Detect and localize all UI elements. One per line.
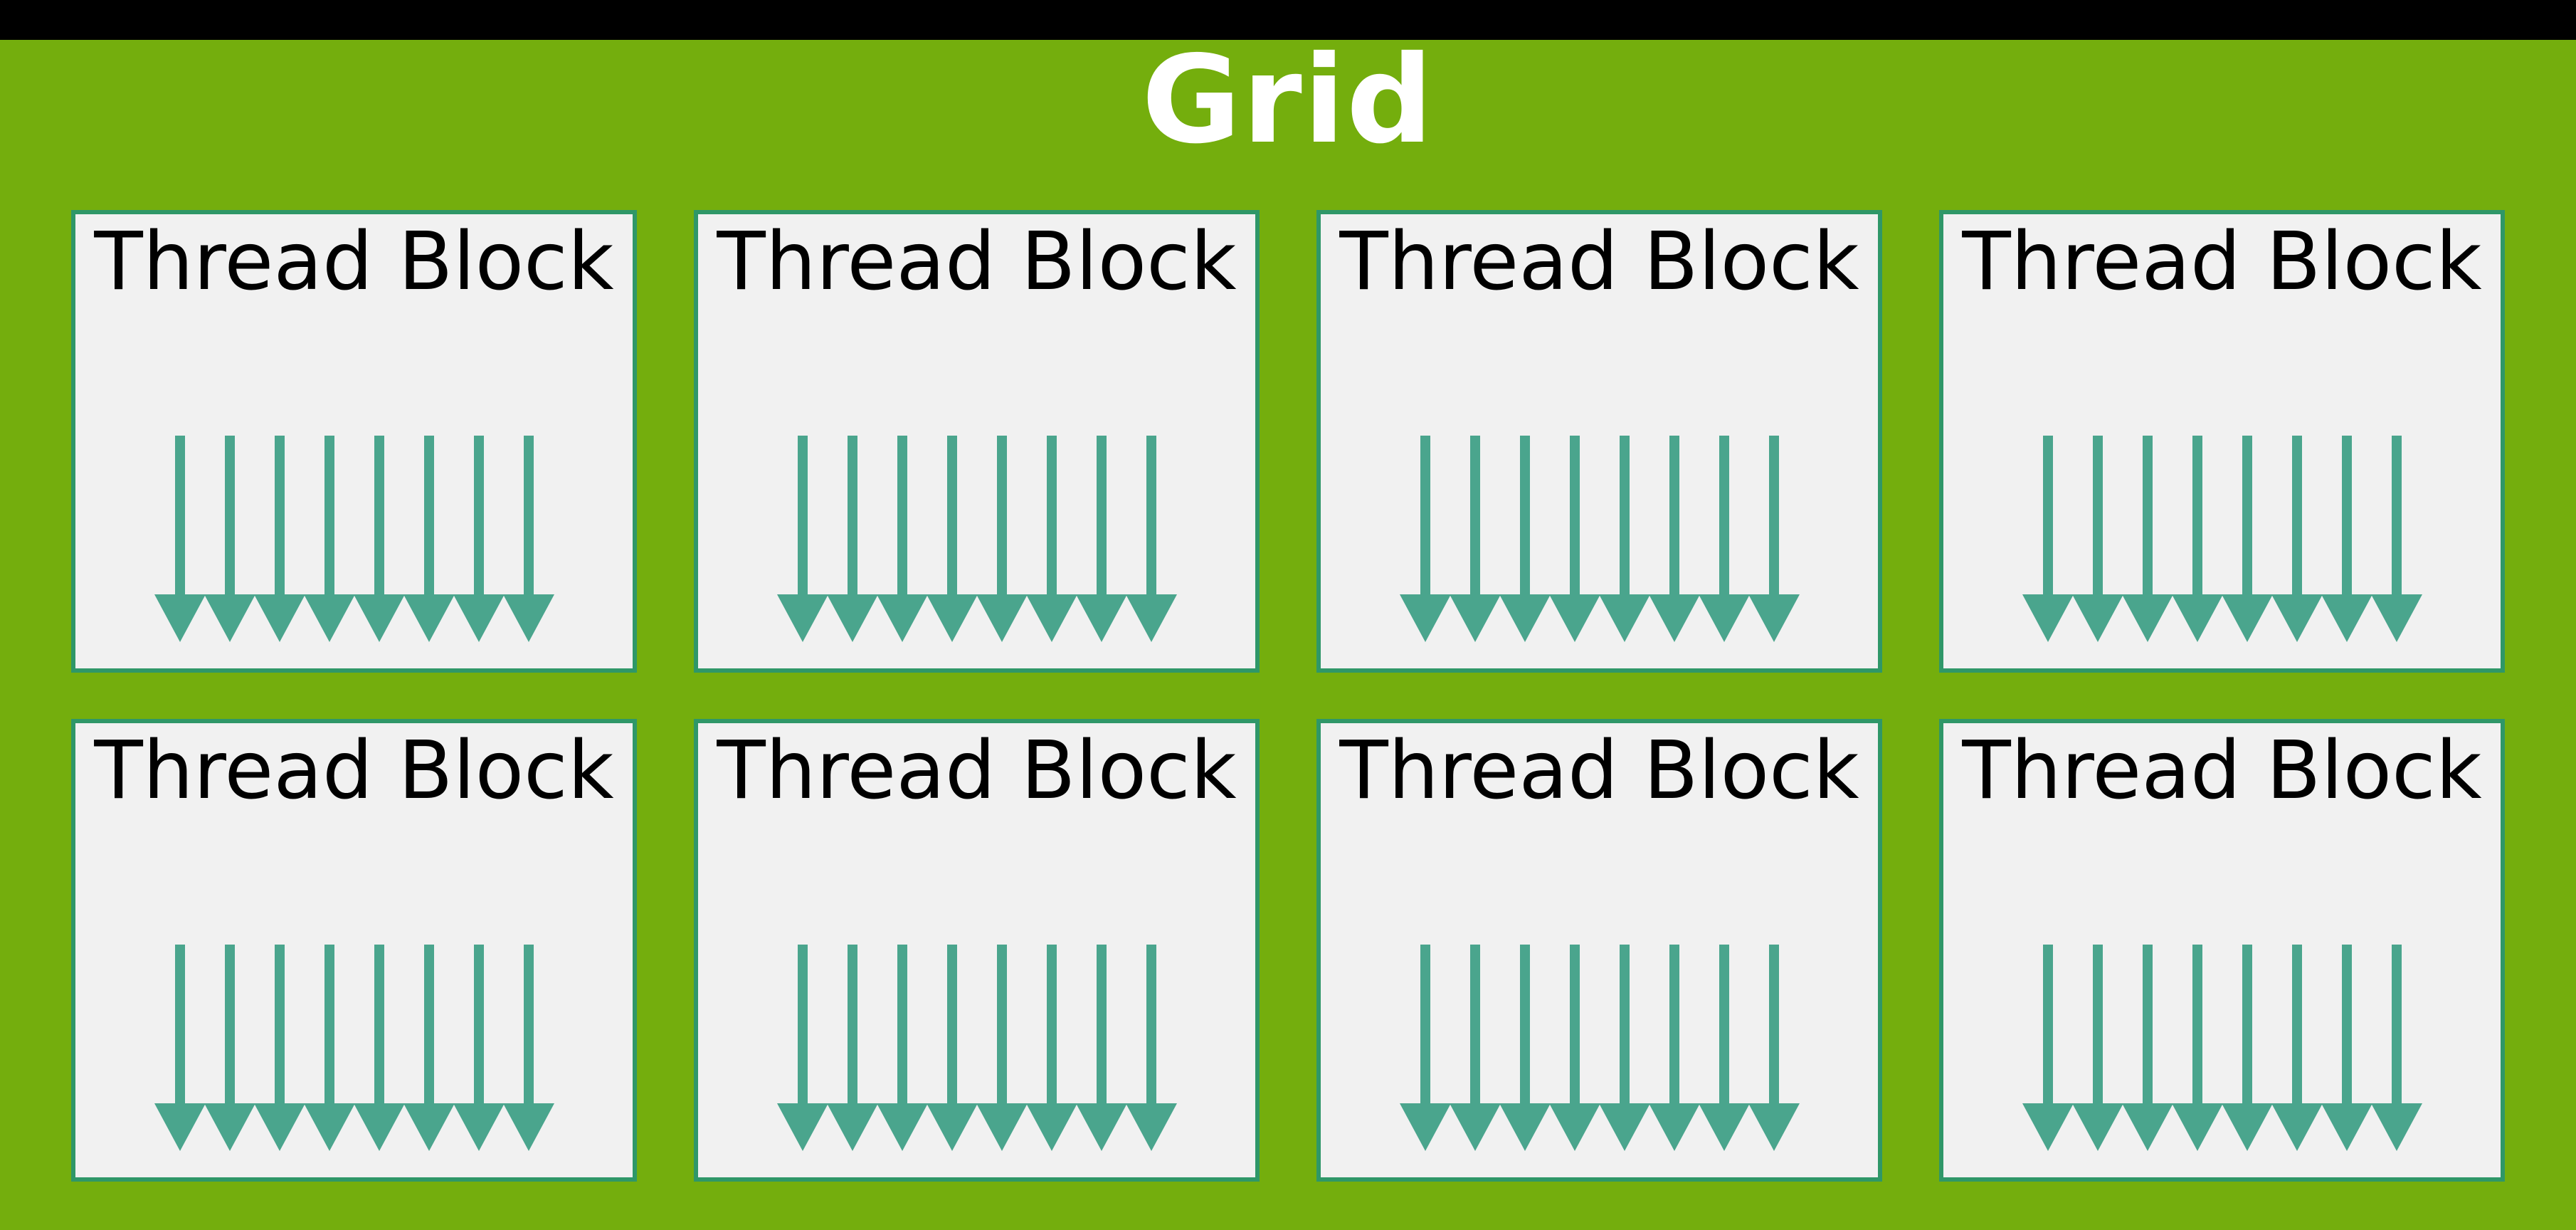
thread-arrows-icon: [776, 436, 1177, 642]
thread-arrow-down-icon: [776, 945, 828, 1151]
thread-block: Thread Block: [694, 719, 1260, 1182]
thread-arrows-icon: [2022, 945, 2422, 1151]
thread-arrow-down-icon: [2221, 945, 2273, 1151]
thread-arrow-down-icon: [926, 945, 978, 1151]
thread-arrow-down-icon: [154, 945, 206, 1151]
thread-arrow-down-icon: [1499, 436, 1551, 642]
thread-arrow-down-icon: [303, 436, 355, 642]
thread-arrow-down-icon: [1075, 436, 1127, 642]
thread-arrow-down-icon: [2321, 436, 2372, 642]
thread-block: Thread Block: [1316, 210, 1882, 673]
thread-block-label: Thread Block: [1339, 725, 1859, 817]
thread-arrow-down-icon: [1449, 436, 1501, 642]
thread-arrow-down-icon: [403, 945, 455, 1151]
thread-block-label: Thread Block: [717, 216, 1237, 308]
thread-block: Thread Block: [71, 719, 637, 1182]
thread-arrow-down-icon: [1548, 436, 1600, 642]
thread-arrow-down-icon: [2071, 945, 2123, 1151]
thread-arrow-down-icon: [253, 945, 305, 1151]
thread-arrow-down-icon: [2370, 945, 2422, 1151]
thread-arrow-down-icon: [502, 436, 554, 642]
thread-arrow-down-icon: [1125, 945, 1177, 1151]
thread-arrow-down-icon: [1748, 945, 1800, 1151]
thread-arrows-icon: [1399, 945, 1800, 1151]
thread-arrow-down-icon: [2221, 436, 2273, 642]
thread-arrow-down-icon: [1075, 945, 1127, 1151]
thread-arrow-down-icon: [253, 436, 305, 642]
thread-arrow-down-icon: [1598, 945, 1650, 1151]
thread-arrow-down-icon: [303, 945, 355, 1151]
thread-block-label: Thread Block: [94, 216, 614, 308]
thread-arrows-icon: [1399, 436, 1800, 642]
thread-arrow-down-icon: [1698, 945, 1750, 1151]
grid-title: Grid: [1141, 30, 1435, 171]
thread-arrow-down-icon: [2271, 945, 2323, 1151]
thread-block-label: Thread Block: [1962, 216, 2482, 308]
thread-block-label: Thread Block: [94, 725, 614, 817]
thread-arrow-down-icon: [2271, 436, 2323, 642]
thread-arrow-down-icon: [1499, 945, 1551, 1151]
thread-block: Thread Block: [1939, 210, 2505, 673]
thread-block-grid: Thread Block Thread Block Thread Block T…: [0, 210, 2576, 1182]
thread-arrow-down-icon: [826, 945, 878, 1151]
thread-arrow-down-icon: [776, 436, 828, 642]
thread-arrow-down-icon: [1399, 945, 1451, 1151]
thread-arrow-down-icon: [2071, 436, 2123, 642]
thread-arrow-down-icon: [1025, 436, 1077, 642]
grid-panel: Grid Thread Block Thread Block Thread Bl…: [0, 40, 2576, 1230]
thread-arrow-down-icon: [2171, 436, 2223, 642]
thread-arrow-down-icon: [2022, 436, 2074, 642]
thread-arrow-down-icon: [154, 436, 206, 642]
thread-block-label: Thread Block: [717, 725, 1237, 817]
thread-arrow-down-icon: [1698, 436, 1750, 642]
thread-arrow-down-icon: [2121, 436, 2173, 642]
thread-arrow-down-icon: [1449, 945, 1501, 1151]
thread-arrow-down-icon: [2121, 945, 2173, 1151]
thread-arrow-down-icon: [876, 436, 928, 642]
thread-arrow-down-icon: [2370, 436, 2422, 642]
thread-arrow-down-icon: [1748, 436, 1800, 642]
thread-arrows-icon: [2022, 436, 2422, 642]
thread-arrow-down-icon: [453, 945, 505, 1151]
thread-block: Thread Block: [694, 210, 1260, 673]
thread-arrow-down-icon: [1648, 945, 1700, 1151]
thread-block: Thread Block: [71, 210, 637, 673]
thread-block: Thread Block: [1939, 719, 2505, 1182]
thread-arrow-down-icon: [403, 436, 455, 642]
thread-arrow-down-icon: [876, 945, 928, 1151]
thread-arrow-down-icon: [1548, 945, 1600, 1151]
thread-arrow-down-icon: [1648, 436, 1700, 642]
thread-arrow-down-icon: [2321, 945, 2372, 1151]
thread-arrow-down-icon: [204, 945, 255, 1151]
thread-arrows-icon: [776, 945, 1177, 1151]
thread-arrow-down-icon: [1598, 436, 1650, 642]
thread-arrow-down-icon: [353, 945, 405, 1151]
thread-arrow-down-icon: [2171, 945, 2223, 1151]
thread-block: Thread Block: [1316, 719, 1882, 1182]
thread-arrow-down-icon: [453, 436, 505, 642]
thread-arrow-down-icon: [1025, 945, 1077, 1151]
thread-arrow-down-icon: [826, 436, 878, 642]
thread-arrow-down-icon: [204, 436, 255, 642]
thread-arrow-down-icon: [1399, 436, 1451, 642]
thread-arrow-down-icon: [976, 436, 1028, 642]
thread-arrows-icon: [154, 436, 554, 642]
thread-arrow-down-icon: [502, 945, 554, 1151]
thread-arrow-down-icon: [1125, 436, 1177, 642]
thread-block-label: Thread Block: [1339, 216, 1859, 308]
thread-arrow-down-icon: [926, 436, 978, 642]
thread-arrow-down-icon: [353, 436, 405, 642]
top-black-bar: [0, 0, 2576, 34]
thread-arrows-icon: [154, 945, 554, 1151]
thread-block-label: Thread Block: [1962, 725, 2482, 817]
thread-arrow-down-icon: [976, 945, 1028, 1151]
thread-arrow-down-icon: [2022, 945, 2074, 1151]
